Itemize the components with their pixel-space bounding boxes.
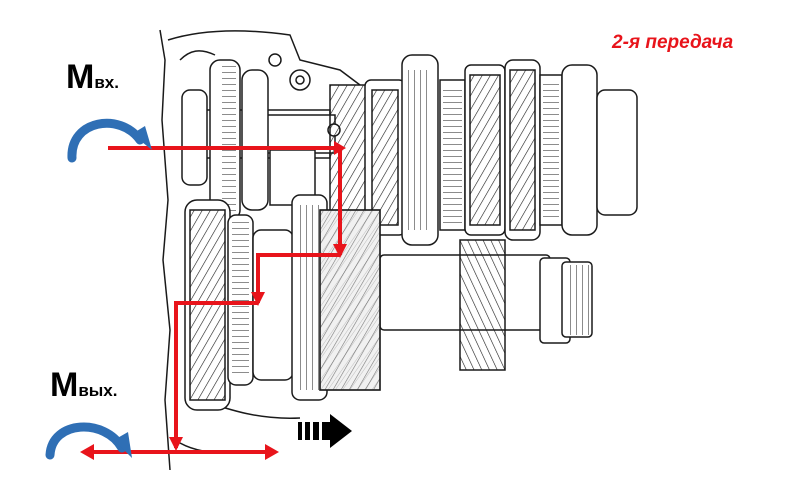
output-torque-arc-icon — [45, 422, 127, 460]
output-torque-symbol: M — [50, 366, 79, 404]
power-flow-arrowheads — [80, 141, 347, 460]
primary-gears-left — [181, 59, 316, 221]
output-torque-label: Mвых. — [50, 366, 117, 405]
output-torque-arc-arrowhead — [114, 432, 132, 458]
input-torque-subscript: вх. — [94, 73, 119, 92]
power-flow-path — [88, 146, 342, 454]
input-torque-arc-arrowhead — [132, 126, 152, 150]
direction-arrow-icon — [298, 414, 352, 448]
output-torque-subscript: вых. — [78, 381, 118, 400]
input-torque-symbol: M — [66, 58, 95, 96]
secondary-shaft — [379, 239, 593, 371]
input-torque-arc-icon — [67, 118, 145, 163]
secondary-upper-gears — [329, 54, 638, 246]
input-torque-label: Mвх. — [66, 58, 119, 97]
gear-title: 2-я передача — [612, 32, 734, 53]
